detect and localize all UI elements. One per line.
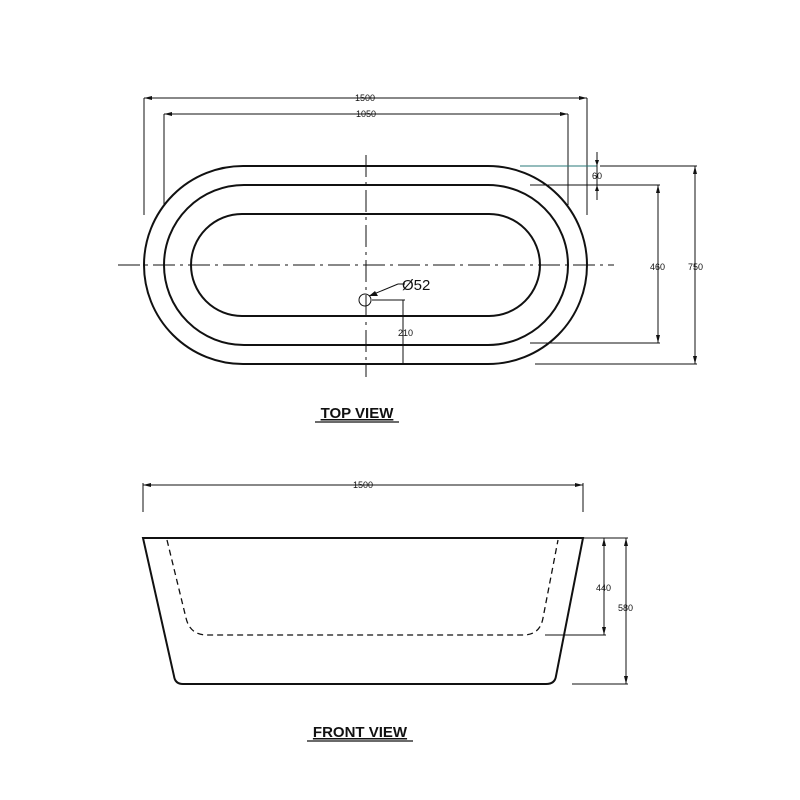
dim-label-1500-front: 1500 — [353, 480, 373, 490]
dim-overall-width: 750 — [535, 165, 703, 365]
dim-label-210: 210 — [398, 328, 413, 338]
basin-hidden-profile — [166, 539, 559, 636]
top-view: 1500 1050 60 460 — [118, 93, 703, 423]
dim-label-580: 580 — [618, 603, 633, 613]
dim-overall-height: 580 — [572, 537, 633, 685]
dim-overall-length-top: 1500 — [143, 93, 588, 215]
dim-drain-diameter: Ø52 — [368, 277, 430, 297]
dim-label-60: 60 — [592, 171, 602, 181]
top-view-title: TOP VIEW — [321, 405, 395, 422]
tub-front-profile — [141, 537, 585, 685]
dim-overall-length-front: 1500 — [142, 480, 584, 512]
front-view: 1500 440 580 FRONT VIEW — [141, 480, 633, 742]
dim-label-1050: 1050 — [356, 109, 376, 119]
dim-inner-length: 1050 — [163, 109, 569, 205]
dim-inner-depth: 440 — [545, 537, 611, 636]
dim-label-750: 750 — [688, 262, 703, 272]
dim-label-1500-top: 1500 — [355, 93, 375, 103]
dim-label-440: 440 — [596, 583, 611, 593]
front-view-title: FRONT VIEW — [313, 724, 408, 741]
dim-inner-width: 460 — [530, 184, 665, 344]
dim-drain-offset: 210 — [368, 299, 413, 365]
dim-label-drain-diameter: Ø52 — [402, 277, 430, 294]
drain-circle — [358, 293, 372, 307]
dim-label-460: 460 — [650, 262, 665, 272]
